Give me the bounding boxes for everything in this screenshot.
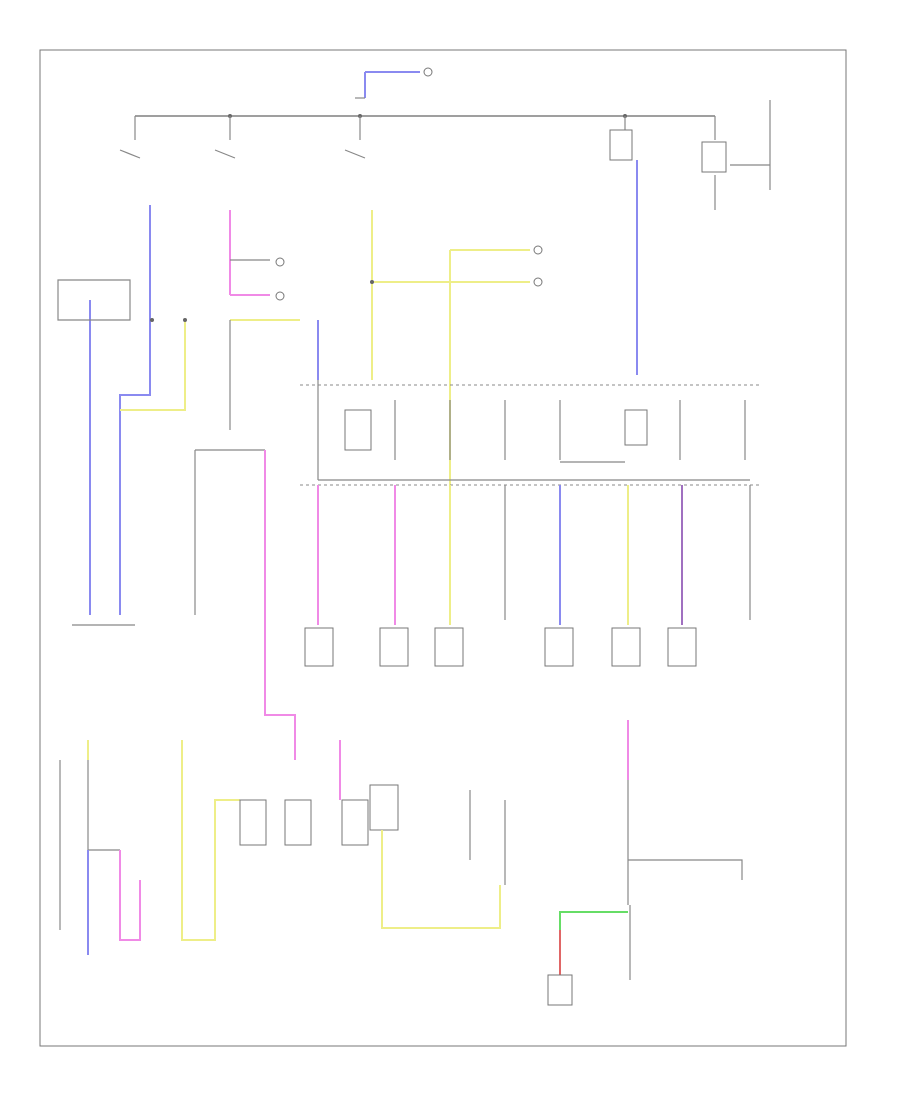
lower-middle-circuit bbox=[369, 784, 506, 929]
lower-right-circuit bbox=[547, 720, 743, 1006]
module-boxes bbox=[72, 624, 697, 667]
fuse-block bbox=[300, 380, 760, 486]
circuit-left-blue bbox=[57, 205, 187, 615]
circuit-pink bbox=[194, 210, 300, 760]
module-feed-wires bbox=[317, 485, 751, 625]
circuit-yellow bbox=[317, 210, 543, 615]
circuit-right-blue bbox=[636, 160, 716, 375]
ignition-switch-contacts bbox=[119, 100, 771, 190]
top-power-feed bbox=[355, 67, 433, 99]
diagram-frame bbox=[39, 49, 847, 1047]
lower-left-circuits bbox=[59, 740, 369, 955]
